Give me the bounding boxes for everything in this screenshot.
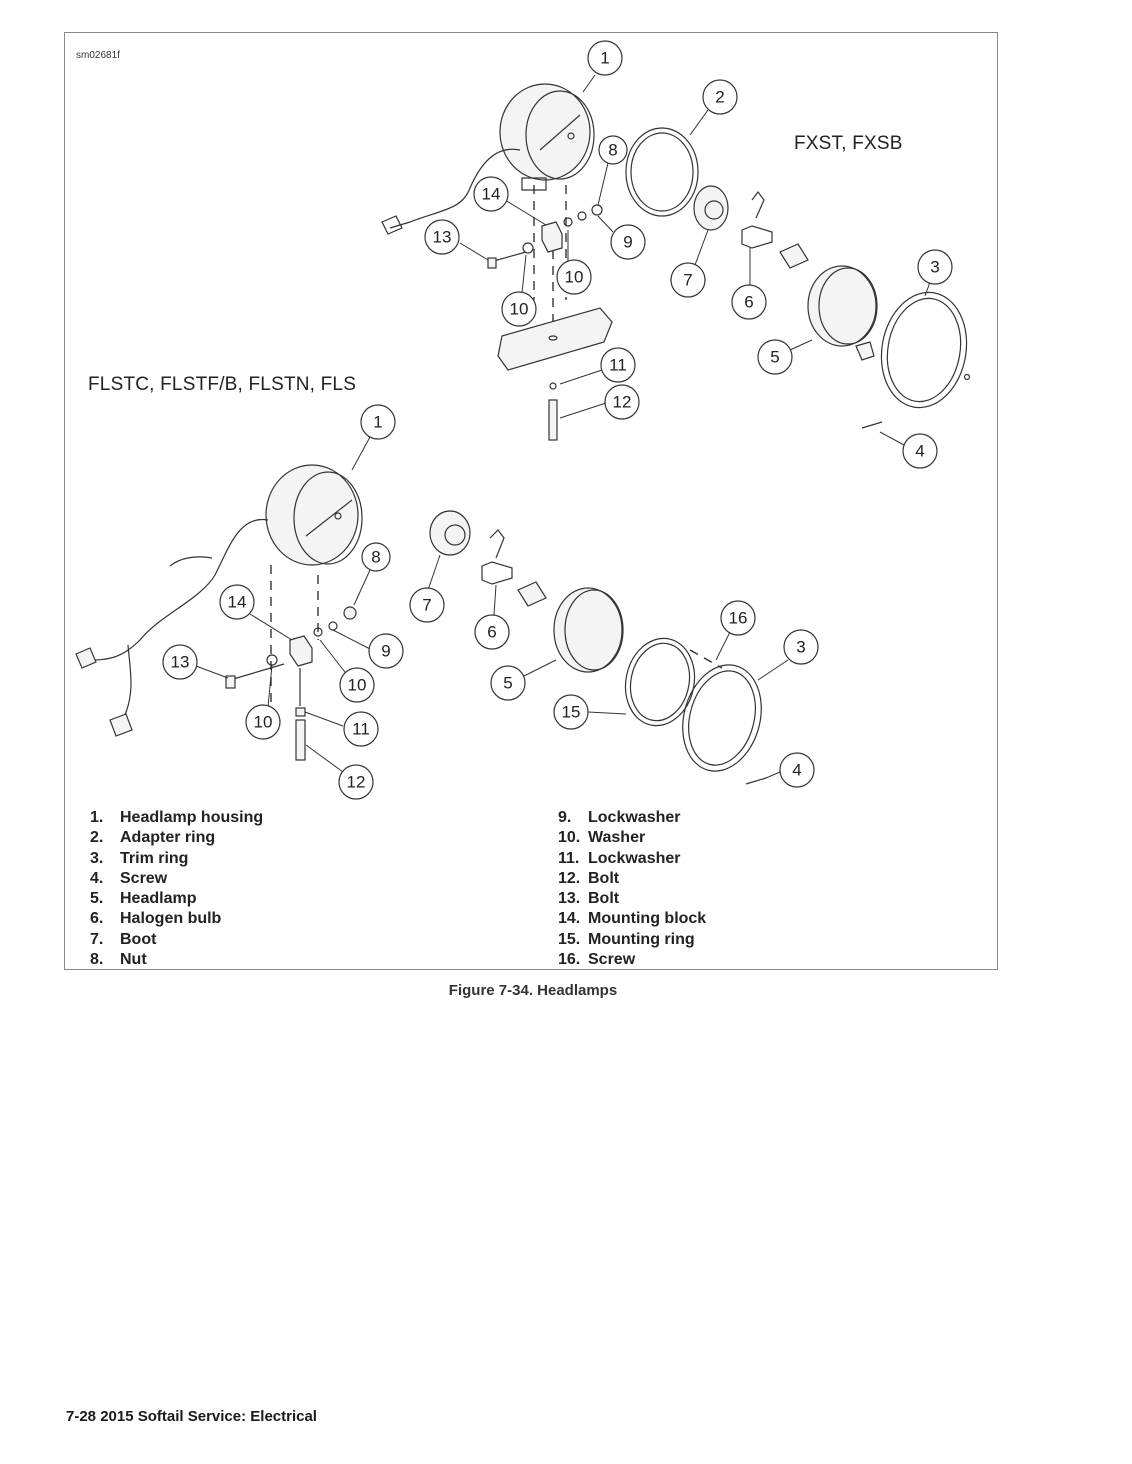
svg-text:5: 5: [770, 348, 779, 367]
callout-1-bottom: 1: [360, 404, 396, 440]
callout-4-top: 4: [902, 433, 938, 469]
svg-text:14: 14: [228, 593, 247, 612]
callout-3-bottom: 3: [783, 629, 819, 665]
callout-10-top-left: 10: [501, 291, 537, 327]
callout-14-top: 14: [473, 176, 509, 212]
svg-text:16: 16: [729, 609, 748, 628]
callout-13-top: 13: [424, 219, 460, 255]
callout-7-bottom: 7: [409, 587, 445, 623]
svg-text:6: 6: [487, 623, 496, 642]
legend-item: 12.Bolt: [558, 869, 620, 887]
legend-item: 14.Mounting block: [558, 910, 707, 928]
callout-9-top: 9: [610, 224, 646, 260]
svg-text:4: 4: [915, 442, 924, 461]
legend-item: 13.Bolt: [558, 890, 620, 908]
legend-item: 4.Screw: [90, 869, 168, 887]
exploded-headlamp-diagram: .p { fill: none; stroke: #333; stroke-wi…: [75, 40, 971, 800]
headlamp-housing-top: [499, 83, 595, 191]
svg-text:10: 10: [348, 676, 367, 695]
svg-text:12: 12: [613, 393, 632, 412]
callout-10-top-right: 10: [556, 259, 592, 295]
callout-16-bottom: 16: [720, 600, 756, 636]
legend-item: 8.Nut: [90, 951, 147, 969]
svg-text:4: 4: [792, 761, 801, 780]
svg-text:1: 1: [373, 413, 382, 432]
callout-13-bottom: 13: [162, 644, 198, 680]
svg-text:9: 9: [623, 233, 632, 252]
figure-caption: Figure 7-34. Headlamps: [448, 982, 618, 999]
legend-item: 10.Washer: [558, 829, 646, 847]
svg-text:11: 11: [352, 720, 370, 739]
legend-item: 9.Lockwasher: [558, 809, 681, 826]
callout-11-top: 11: [600, 347, 636, 383]
svg-text:11: 11: [609, 356, 627, 375]
callout-3-top: 3: [917, 249, 953, 285]
legend-item: 1.Headlamp housing: [90, 809, 264, 826]
svg-text:2: 2: [715, 88, 724, 107]
page-footer: 7-28 2015 Softail Service: Electrical: [66, 1408, 317, 1425]
variant-label-flstc: FLSTC, FLSTF/B, FLSTN, FLS: [88, 374, 357, 395]
callout-10-bottom-right: 10: [339, 667, 375, 703]
svg-text:3: 3: [796, 638, 805, 657]
legend-item: 2.Adapter ring: [90, 829, 216, 847]
svg-text:13: 13: [433, 228, 452, 247]
callout-12-top: 12: [604, 384, 640, 420]
svg-text:10: 10: [565, 268, 584, 287]
callout-2-top: 2: [702, 79, 738, 115]
leader-lines: [195, 74, 931, 779]
callouts: 1 2 8 14 13 9 10 10 7 6 3 5 11 12 4 1 8 …: [162, 40, 953, 800]
callout-7-top: 7: [670, 262, 706, 298]
callout-1-top: 1: [587, 40, 623, 76]
svg-text:12: 12: [347, 773, 366, 792]
bottom-assembly: [75, 464, 767, 785]
legend-item: 7.Boot: [90, 930, 157, 948]
svg-text:13: 13: [171, 653, 190, 672]
callout-4-bottom: 4: [779, 752, 815, 788]
svg-text:5: 5: [503, 674, 512, 693]
callout-15-bottom: 15: [553, 694, 589, 730]
legend-item: 16.Screw: [558, 951, 636, 969]
legend-item: 11.Lockwasher: [558, 849, 681, 867]
callout-8-bottom: 8: [361, 542, 391, 572]
top-assembly: [381, 83, 971, 441]
legend-item: 15.Mounting ring: [558, 930, 695, 948]
callout-6-top: 6: [731, 284, 767, 320]
svg-text:8: 8: [608, 141, 617, 160]
svg-text:7: 7: [422, 596, 431, 615]
legend-left: 1.Headlamp housing 2.Adapter ring 3.Trim…: [90, 808, 263, 970]
svg-text:3: 3: [930, 258, 939, 277]
svg-text:15: 15: [562, 703, 581, 722]
svg-text:6: 6: [744, 293, 753, 312]
svg-text:10: 10: [510, 300, 529, 319]
figure-frame: [64, 32, 998, 970]
legend-item: 5.Headlamp: [90, 890, 197, 908]
legend-item: 3.Trim ring: [90, 849, 189, 867]
variant-label-fxst: FXST, FXSB: [794, 133, 903, 154]
figure-code: sm02681f: [76, 50, 120, 61]
callout-8-top: 8: [598, 135, 628, 165]
svg-text:9: 9: [381, 642, 390, 661]
legend-right: 9.Lockwasher 10.Washer 11.Lockwasher 12.…: [558, 808, 706, 970]
svg-text:10: 10: [254, 713, 273, 732]
callout-11-bottom: 11: [343, 711, 379, 747]
legend-item: 6.Halogen bulb: [90, 910, 222, 928]
callout-14-bottom: 14: [219, 584, 255, 620]
svg-text:1: 1: [600, 49, 609, 68]
svg-text:14: 14: [482, 185, 501, 204]
callout-9-bottom: 9: [368, 633, 404, 669]
svg-text:8: 8: [371, 548, 380, 567]
callout-12-bottom: 12: [338, 764, 374, 800]
callout-5-top: 5: [757, 339, 793, 375]
callout-10-bottom-left: 10: [245, 704, 281, 740]
svg-text:7: 7: [683, 271, 692, 290]
callout-5-bottom: 5: [490, 665, 526, 701]
callout-6-bottom: 6: [474, 614, 510, 650]
